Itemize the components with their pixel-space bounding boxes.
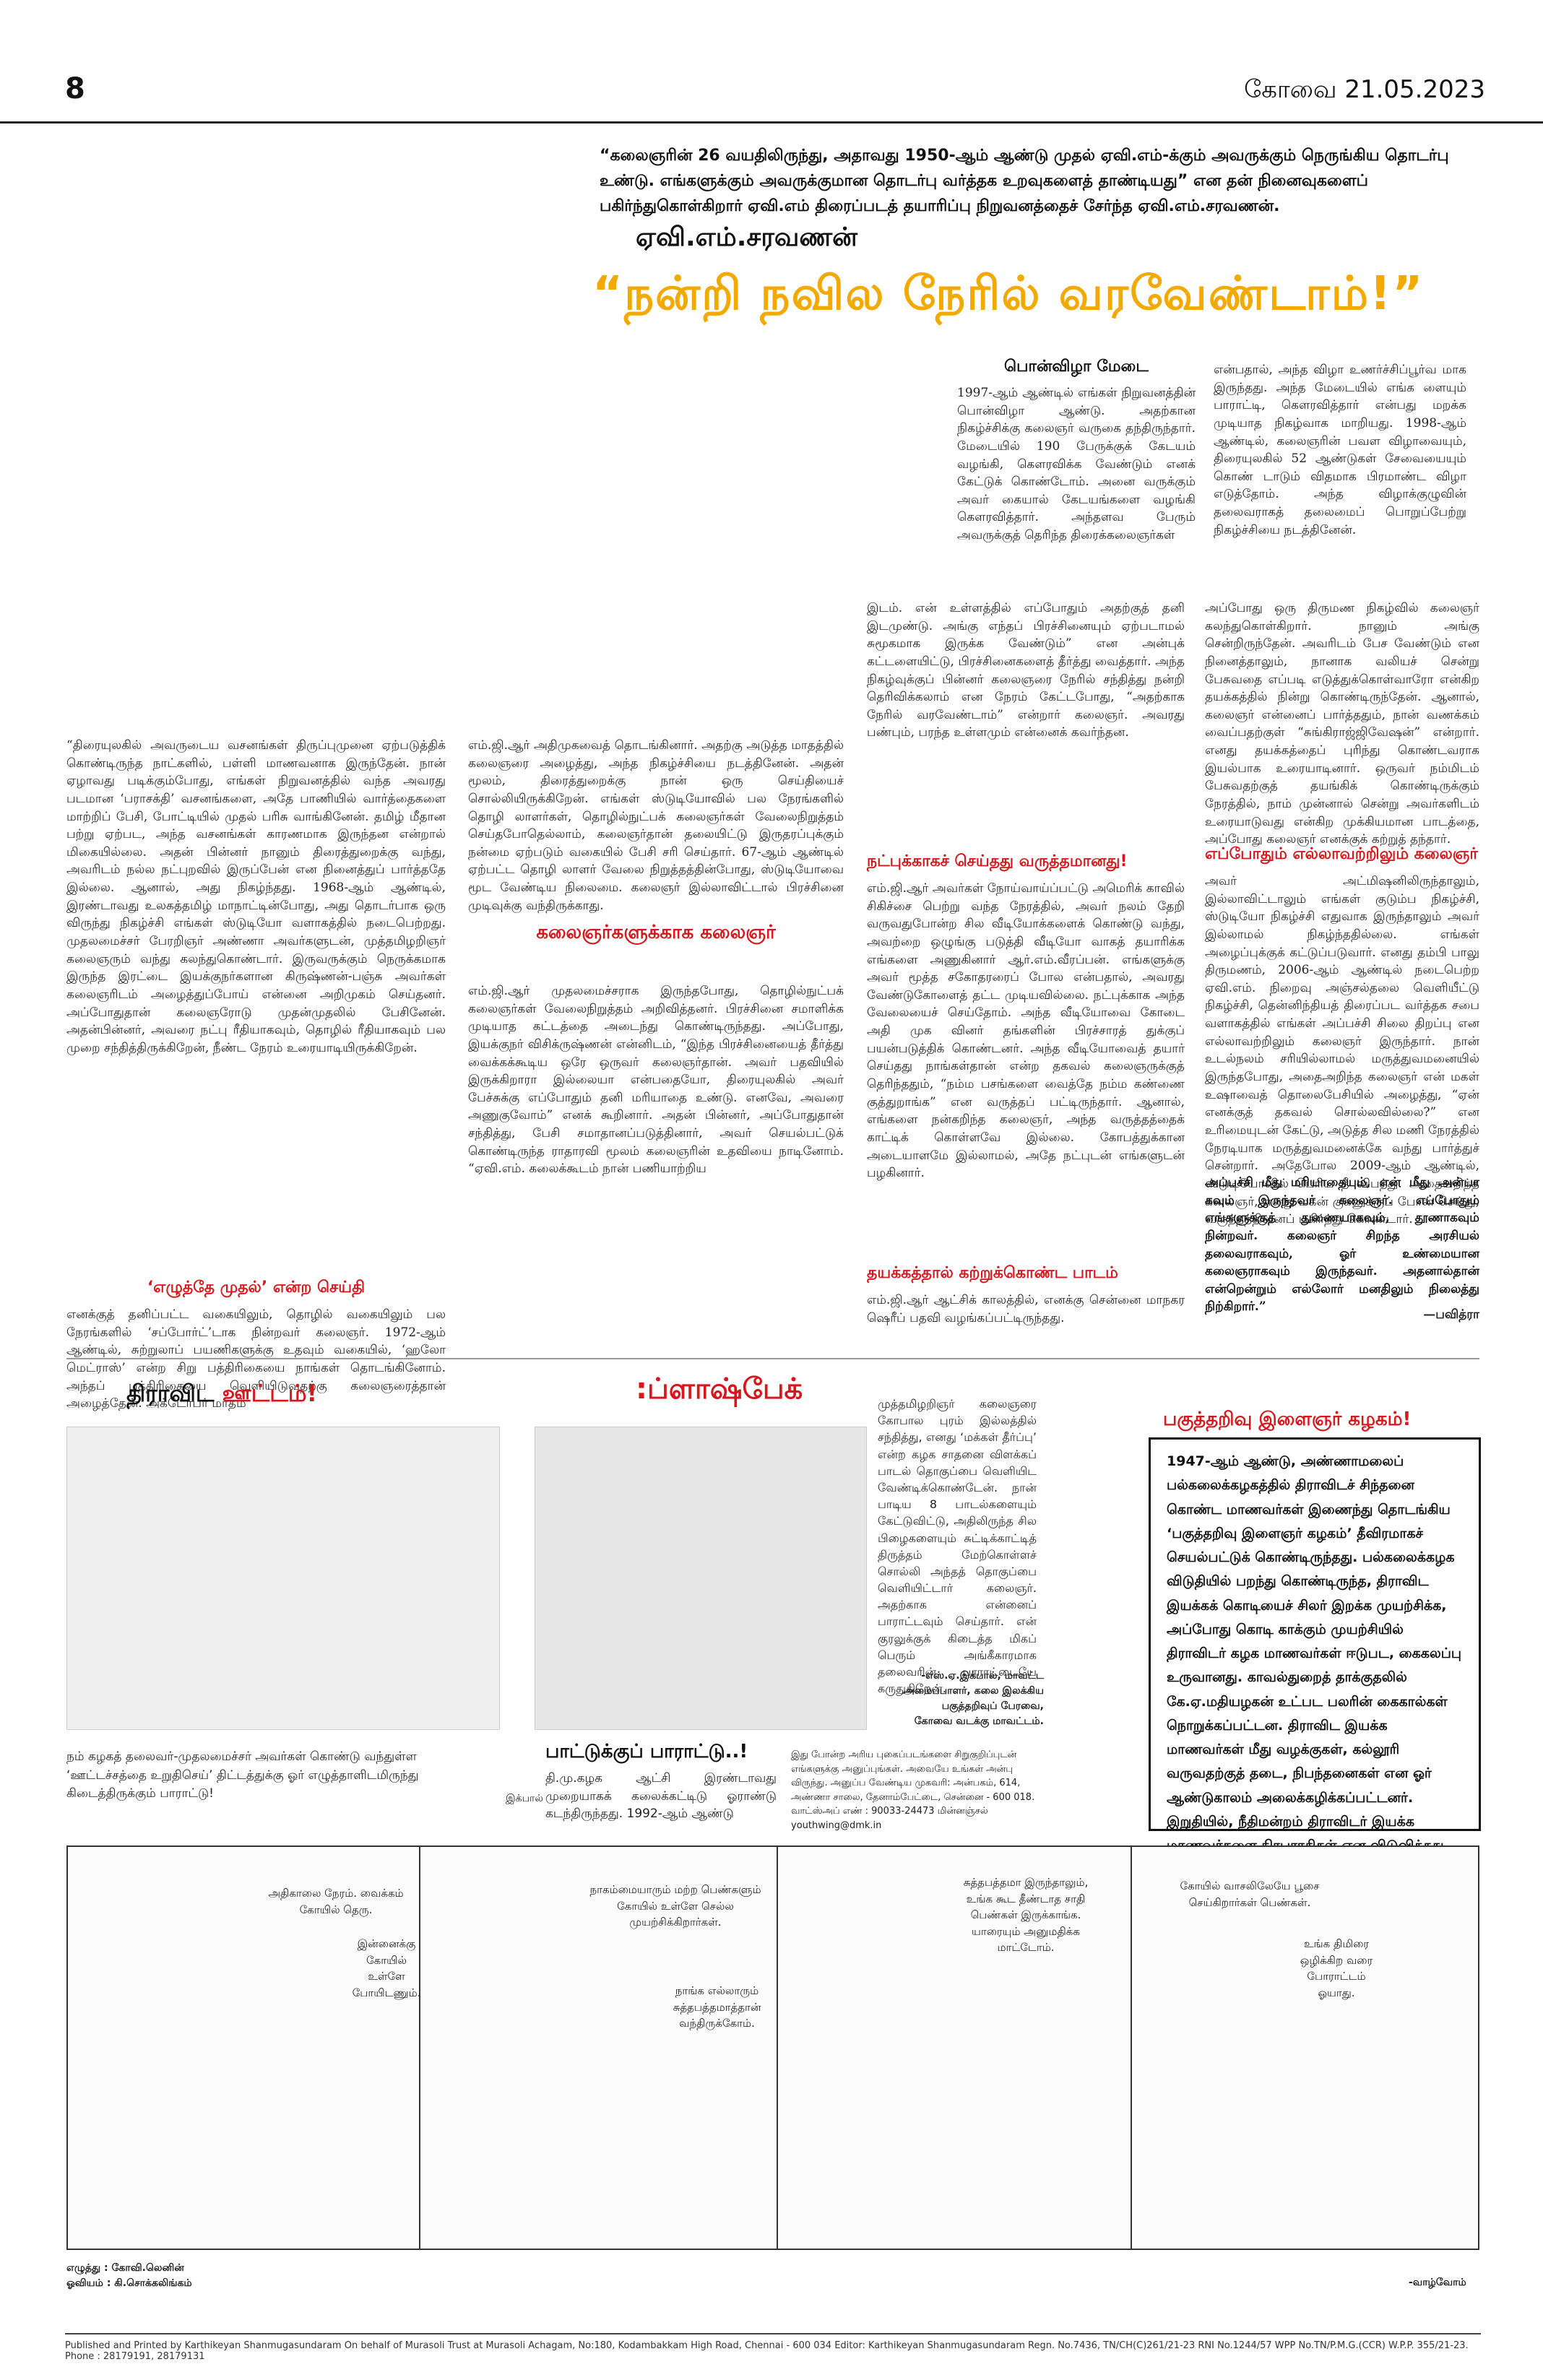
column-1: “திரையுலகில் அவருடைய வசனங்கள் திருப்புமு… [66, 738, 446, 1055]
paguth-head: பகுத்தறிவு இளைஞர் கழகம்! [1163, 1408, 1412, 1430]
dravida-note: நம் கழகத் தலைவர்-முதலமைச்சர் அவர்கள் கொண… [66, 1749, 419, 1801]
header-rule [0, 121, 1543, 124]
comic-panel4-b: உங்க திமிரை ஒழிக்கிற வரை போராட்டம் ஓயாது… [1300, 1937, 1373, 1999]
dravida-label: திராவிட ஊட்டம்! [126, 1380, 317, 1410]
flashback-credit-3: கோவை வடக்கு மாவட்டம். [914, 1715, 1044, 1727]
column-4b: அவர் அட்மிஷனிலிருந்தாலும், இல்லாவிட்டாலு… [1205, 874, 1479, 1227]
iqbal-label: இக்பால் [506, 1793, 543, 1804]
flashback-label: :ப்ளாஷ்பேக் [636, 1372, 803, 1406]
flashback-credit-2: பகுத்தறிவுப் பேரவை, [941, 1700, 1044, 1712]
comic-panel2-b: நாங்க எல்லாரும் சுத்தபத்தமாத்தான் வந்திர… [673, 1984, 761, 2030]
subhead-kalaignargal: கலைஞர்களுக்காக கலைஞர் [536, 922, 776, 943]
credit-pavithra: —பவித்ரா [1423, 1307, 1479, 1322]
comic-panel1-a: அதிகாலை நேரம். வைக்கம் கோயில் தெரு. [268, 1887, 404, 1916]
comic-panel4-a: கோயில் வாசலிலேயே பூசை செய்கிறார்கள் பெண்… [1180, 1879, 1320, 1909]
paguth-box: 1947-ஆம் ஆண்டு, அண்ணாமலைப் பல்கலைக்கழகத்… [1149, 1437, 1481, 1853]
contact-note: இது போன்ற அரிய புகைப்படங்களை சிறுகுறிப்ப… [791, 1749, 1035, 1831]
comic-panel1-b: இன்னைக்கு கோயில் உள்ளே போயிடணும். [352, 1937, 421, 1999]
column-3c: எம்.ஜி.ஆர் ஆட்சிக் காலத்தில், எனக்கு சென… [867, 1293, 1185, 1325]
subhead-thayakkam: தயக்கத்தால் கற்றுக்கொண்ட பாடம் [867, 1264, 1118, 1282]
subhead-first: ‘எழுத்தே முதல்’ என்ற செய்தி [147, 1278, 366, 1297]
comic-credits: எழுத்து : கோவி.லெனின் ஓவியம் : கி.சொக்கல… [66, 2261, 192, 2291]
section-rule [66, 1358, 1479, 1359]
paattu-head: பாட்டுக்குப் பாராட்டு..! [545, 1741, 748, 1762]
column-2b: எம்.ஜி.ஆர் முதலமைச்சராக இருந்தபோது, தொழி… [468, 984, 844, 1177]
comic-writer: எழுத்து : கோவி.லெனின் [66, 2262, 184, 2274]
subhead-natpu: நட்புக்காகச் செய்தது வருத்தமானது! [867, 852, 1128, 870]
column-4: அப்போது ஒரு திருமண நிகழ்வில் கலைஞர் கலந்… [1205, 601, 1479, 847]
comic-panel2-a: நாகம்மையாரும் மற்ற பெண்களும் கோயில் உள்ள… [589, 1883, 761, 1929]
column-3: இடம். என் உள்ளத்தில் எப்போதும் அதற்குத் … [867, 601, 1185, 740]
flashback-credit-1: -எஸ்.ஏ.இக்பால், மாவட்ட அமைப்பாளர், கலை இ… [903, 1670, 1044, 1697]
column-2: எம்.ஜி.ஆர் அதிமுகவைத் தொடங்கினார். அதற்க… [468, 738, 844, 913]
column-3b: எம்.ஜி.ஆர் அவர்கள் நோய்வாய்ப்பட்டு அமெரி… [867, 881, 1185, 1181]
subhead-eppodhum: எப்போதும் எல்லாவற்றிலும் கலைஞர் [1205, 845, 1478, 863]
comic-artist: ஓவியம் : கி.சொக்கலிங்கம் [66, 2277, 192, 2289]
imprint: Published and Printed by Karthikeyan Sha… [65, 2340, 1469, 2362]
column-4c: அப்பச்சி மீது மரியாதையும், என் மீது அன்ப… [1205, 1175, 1479, 1315]
flashback-credit: -எஸ்.ஏ.இக்பால், மாவட்ட அமைப்பாளர், கலை இ… [874, 1669, 1044, 1729]
dateline: கோவை 21.05.2023 [1244, 75, 1485, 104]
comic-divider-2 [777, 1845, 778, 2250]
subhead-ponvizha: பொன்விழா மேடை [1004, 358, 1149, 376]
flashback-photo [535, 1427, 867, 1730]
page-number: 8 [65, 72, 85, 105]
headline: “நன்றி நவில நேரில் வரவேண்டாம்!” [592, 267, 1425, 321]
dravida-photo [66, 1427, 500, 1730]
byline: ஏவி.எம்.சரவணன் [636, 222, 858, 252]
comic-divider-3 [1131, 1845, 1132, 2250]
dravida-label-red: ஊட்டம்! [222, 1380, 318, 1407]
flashback-text: முத்தமிழறிஞர் கலைஞரை கோபால புரம் இல்லத்த… [878, 1397, 1037, 1696]
para-right-top: என்பதால், அந்த விழா உணர்ச்சிப்பூர்வ மாக … [1214, 363, 1466, 537]
footer-rule [65, 2333, 1481, 2334]
para-ponvizha: 1997-ஆம் ஆண்டில் எங்கள் நிறுவனத்தின் பொன… [957, 386, 1196, 543]
paattu-text: தி.மு.கழக ஆட்சி இரண்டாவது முறையாகக் கலைக… [545, 1771, 777, 1822]
column-1b: எனக்குத் தனிப்பட்ட வகையிலும், தொழில் வகை… [66, 1307, 446, 1411]
comic-strip [66, 1845, 1479, 2250]
article-intro: “கலைஞரின் 26 வயதிலிருந்து, அதாவது 1950-ஆ… [600, 147, 1449, 216]
dravida-label-black: திராவிட [126, 1380, 222, 1407]
comic-panel3-a: சுத்தபத்தமா இருந்தாலும், உங்க கூட தீண்டா… [963, 1876, 1089, 1954]
comic-divider-1 [419, 1845, 420, 2250]
comic-continued: -வாழ்வோம் [1409, 2277, 1466, 2288]
